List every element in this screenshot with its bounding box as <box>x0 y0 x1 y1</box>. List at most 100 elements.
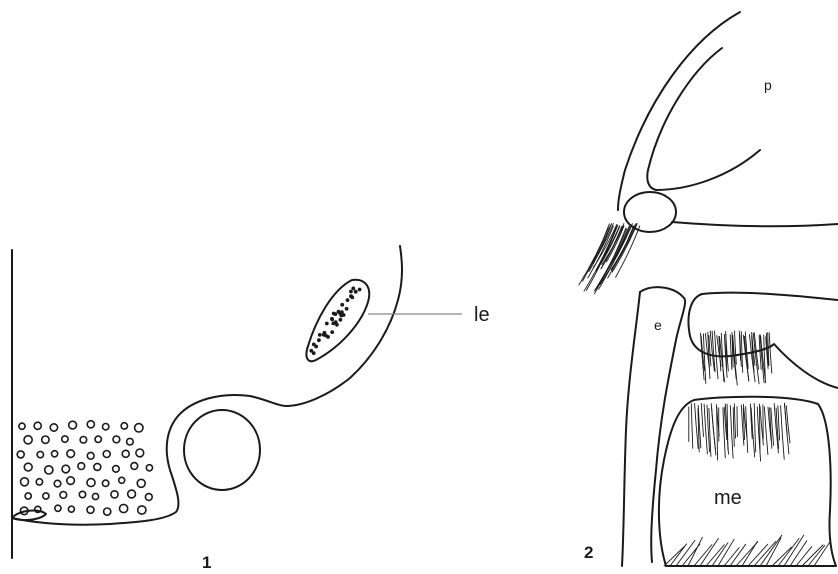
bristle-stroke <box>734 404 735 439</box>
bristle-stroke <box>764 407 768 455</box>
bristle-stroke <box>754 404 756 452</box>
panel-1-eye <box>184 410 260 490</box>
ring-mark <box>104 508 111 515</box>
ring-mark <box>127 438 134 445</box>
ring-mark <box>43 493 49 499</box>
panel-1-ring-field <box>17 421 152 516</box>
ring-mark <box>24 463 32 471</box>
label-p: p <box>764 77 772 93</box>
bristle-stroke <box>733 408 734 447</box>
dot-mark <box>325 322 329 326</box>
hatch-stroke <box>796 547 812 566</box>
ring-mark <box>136 449 144 457</box>
ring-mark <box>80 437 87 444</box>
ring-mark <box>67 477 75 485</box>
panel-1-outline <box>12 246 402 525</box>
dot-mark <box>345 307 349 311</box>
ring-mark <box>55 505 61 511</box>
dot-mark <box>354 290 358 294</box>
ring-mark <box>25 493 31 499</box>
ring-mark <box>60 492 67 499</box>
dot-mark <box>351 287 355 291</box>
dot-mark <box>322 333 326 337</box>
ring-mark <box>146 465 152 471</box>
me-structure-hatching <box>664 535 831 566</box>
ring-mark <box>92 493 98 499</box>
hatch-stroke <box>778 538 799 566</box>
label-me: me <box>714 487 742 509</box>
panel-2-bristle-tuft <box>579 224 640 294</box>
ring-mark <box>87 452 94 459</box>
bristle-stroke <box>730 406 733 459</box>
ring-mark <box>121 423 127 429</box>
label-le: le <box>474 304 490 326</box>
ring-mark <box>34 422 41 429</box>
bristle-stroke <box>730 335 732 370</box>
ring-mark <box>78 463 85 470</box>
dot-mark <box>346 298 350 302</box>
dot-mark <box>326 335 330 339</box>
ring-mark <box>122 450 129 457</box>
ring-mark <box>42 436 49 443</box>
bristle-stroke <box>778 406 780 440</box>
ring-mark <box>21 478 29 486</box>
ring-mark <box>52 451 58 457</box>
hatch-stroke <box>742 541 757 566</box>
panel-2-middle-bristles <box>701 331 772 385</box>
ring-mark <box>37 451 43 457</box>
bristle-stroke <box>691 404 693 449</box>
hatch-stroke <box>688 537 702 566</box>
dot-mark <box>309 349 313 353</box>
bristle-stroke <box>711 404 715 450</box>
ring-mark <box>62 465 70 473</box>
dot-mark <box>339 318 343 322</box>
ring-mark <box>135 424 143 432</box>
ring-mark <box>137 479 145 487</box>
ring-mark <box>69 421 77 429</box>
hatch-stroke <box>814 541 831 566</box>
dot-mark <box>317 338 321 342</box>
dot-mark <box>358 288 362 292</box>
ring-mark <box>113 436 120 443</box>
dot-mark <box>334 320 338 324</box>
panel-2-upper-lower-contour <box>672 222 838 226</box>
ring-mark <box>103 451 110 458</box>
bristle-stroke <box>781 406 785 460</box>
bristle-stroke <box>744 336 748 381</box>
panel-1-bottom-lobe <box>12 511 46 521</box>
dot-mark <box>349 290 353 294</box>
ring-mark <box>54 480 61 487</box>
label-e: e <box>654 317 662 333</box>
panel-2-inner-arc <box>647 48 760 190</box>
hatch-stroke <box>718 539 734 566</box>
bristle-stroke <box>727 404 728 450</box>
ring-mark <box>138 506 146 514</box>
dot-mark <box>342 313 346 317</box>
panel-1-number: 1 <box>202 553 211 572</box>
ring-mark <box>87 479 95 487</box>
dot-mark <box>318 333 322 337</box>
panel-1: le 1 <box>12 246 490 572</box>
me-structure-outline <box>659 397 836 566</box>
ring-mark <box>119 477 125 483</box>
ring-mark <box>79 491 85 497</box>
ring-mark <box>94 463 101 470</box>
dot-mark <box>332 312 336 316</box>
ring-mark <box>45 466 53 474</box>
ring-mark <box>87 506 94 513</box>
ring-mark <box>120 504 128 512</box>
hatch-stroke <box>748 544 768 566</box>
hatch-stroke <box>760 535 782 566</box>
e-structure-left-edge <box>622 292 640 566</box>
me-structure-bristles <box>689 403 790 461</box>
hatch-stroke <box>664 547 684 566</box>
dot-mark <box>330 330 334 334</box>
dot-mark <box>337 310 341 314</box>
hatch-stroke <box>784 535 804 566</box>
ring-mark <box>50 424 57 431</box>
ring-mark <box>95 436 101 442</box>
panel-2-outer-arc <box>618 12 740 210</box>
panel-2: e me p 2 <box>579 12 838 566</box>
ring-mark <box>19 423 25 429</box>
